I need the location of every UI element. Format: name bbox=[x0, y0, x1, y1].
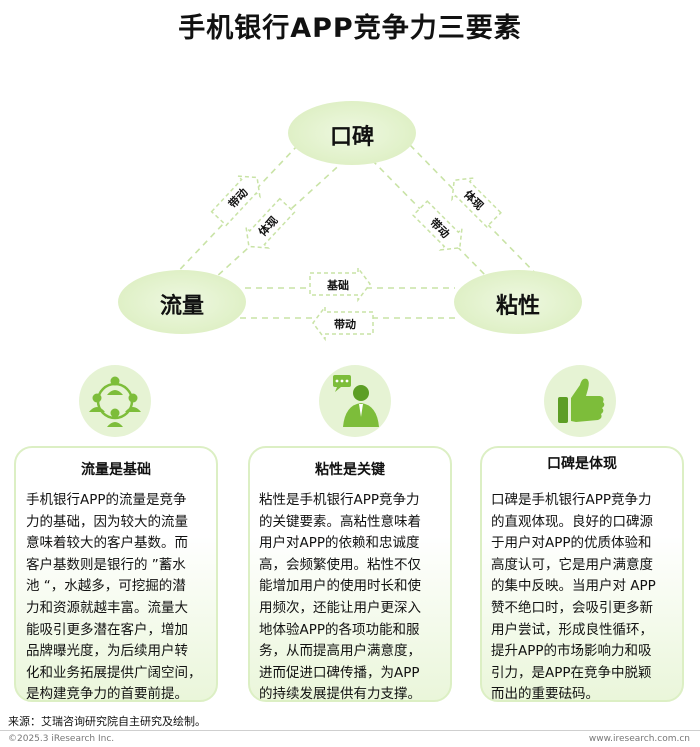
card-reputation bbox=[480, 446, 684, 702]
card-reputation-line: 的直观体现。良好的口碑源 bbox=[491, 513, 653, 530]
arrow-box-left-top-inner bbox=[245, 197, 296, 249]
card-stickiness-line: 务，从而提高用户满意度， bbox=[259, 643, 421, 660]
arrow-box-bottom-upper bbox=[309, 265, 371, 303]
card-reputation-line: 用户尝试，形成良性循环， bbox=[491, 621, 653, 638]
people-network-icon bbox=[79, 365, 151, 437]
card-stickiness-line: 地体验APP的各项功能和服 bbox=[259, 621, 420, 638]
card-reputation-line: 于用户对APP的优质体验和 bbox=[491, 535, 652, 552]
card-stickiness bbox=[248, 446, 452, 702]
card-reputation-body: 口碑是手机银行APP竞争力 的直观体现。良好的口碑源 于用户对APP的优质体验和… bbox=[491, 490, 675, 706]
footer-copyright: ©2025.3 iResearch Inc. bbox=[8, 734, 115, 744]
card-traffic-line: 客户基数则是银行的 ”蓄水 bbox=[26, 556, 186, 573]
node-top-label: 口碑 bbox=[329, 125, 374, 150]
card-traffic-line: 意味着较大的客户基数。而 bbox=[26, 535, 188, 552]
page-title: 手机银行APP竞争力三要素 bbox=[178, 13, 522, 44]
card-reputation-line: 高度认可，它是用户满意度 bbox=[491, 556, 653, 573]
arrow-box-left-top-outer bbox=[210, 175, 261, 227]
card-stickiness-line: 的持续发展提供有力支撑。 bbox=[259, 686, 421, 703]
card-stickiness-line: 能增加用户的使用时长和使 bbox=[259, 578, 421, 595]
footer-website: www.iresearch.com.cn bbox=[588, 734, 690, 744]
relationship-diagram bbox=[118, 101, 582, 342]
card-traffic bbox=[14, 446, 218, 702]
card-stickiness-line: 用户对APP的依赖和忠诚度 bbox=[259, 535, 420, 552]
arrow-box-right-top-inner bbox=[412, 200, 463, 251]
presenter-icon bbox=[319, 365, 391, 437]
card-reputation-line: 提升APP的市场影响力和吸 bbox=[491, 643, 652, 660]
node-right-label: 粘性 bbox=[495, 294, 540, 319]
card-reputation-line: 口碑是手机银行APP竞争力 bbox=[491, 492, 652, 508]
connector-label-bottom-lower: 带动 bbox=[334, 318, 356, 331]
connector-label-bottom-upper: 基础 bbox=[327, 279, 349, 292]
card-stickiness-title: 粘性是关键 bbox=[315, 462, 385, 478]
card-stickiness-body: 粘性是手机银行APP竞争力 的关键要素。高粘性意味着 用户对APP的依赖和忠诚度… bbox=[259, 490, 443, 706]
card-traffic-line: 手机银行APP的流量是竞争 bbox=[26, 492, 187, 508]
card-reputation-title: 口碑是体现 bbox=[547, 456, 617, 472]
card-stickiness-line: 用频次，还能让用户更深入 bbox=[259, 599, 421, 616]
card-traffic-line: 品牌曝光度，为后续用户转 bbox=[26, 643, 188, 660]
card-traffic-line: 力的基础，因为较大的流量 bbox=[26, 513, 188, 530]
arrow-box-right-top-outer bbox=[451, 177, 502, 228]
node-right-ellipse bbox=[454, 270, 582, 334]
source-note: 来源：艾瑞咨询研究院自主研究及绘制。 bbox=[8, 715, 206, 728]
card-traffic-line: 池 “，水越多，可挖掘的潜 bbox=[26, 578, 186, 595]
node-left-label: 流量 bbox=[159, 294, 204, 319]
card-traffic-body: 手机银行APP的流量是竞争 力的基础，因为较大的流量 意味着较大的客户基数。而 … bbox=[26, 490, 208, 706]
card-traffic-line: 是构建竞争力的首要前提。 bbox=[26, 686, 188, 703]
card-reputation-line: 而出的重要砝码。 bbox=[491, 686, 599, 703]
card-traffic-line: 力和资源就越丰富。流量大 bbox=[26, 599, 188, 616]
card-reputation-line: 的集中反映。当用户对 APP bbox=[491, 578, 656, 595]
card-reputation-line: 赞不绝口时，会吸引更多新 bbox=[491, 599, 653, 616]
node-left-ellipse bbox=[118, 270, 246, 334]
thumbs-up-icon bbox=[544, 365, 616, 437]
card-stickiness-line: 高，会频繁使用。粘性不仅 bbox=[259, 556, 421, 573]
node-top-ellipse bbox=[288, 101, 416, 165]
card-reputation-line: 引力，是APP在竞争中脱颖 bbox=[491, 664, 652, 681]
card-stickiness-line: 进而促进口碑传播，为APP bbox=[259, 664, 420, 681]
card-traffic-line: 化和业务拓展提供广阔空间， bbox=[26, 664, 202, 681]
card-traffic-title: 流量是基础 bbox=[81, 462, 151, 478]
footer-divider bbox=[0, 730, 700, 731]
card-stickiness-line: 的关键要素。高粘性意味着 bbox=[259, 513, 421, 530]
card-traffic-line: 能吸引更多潜在客户，增加 bbox=[26, 621, 188, 638]
card-stickiness-line: 粘性是手机银行APP竞争力 bbox=[259, 492, 420, 508]
arrow-box-bottom-lower bbox=[312, 304, 374, 342]
